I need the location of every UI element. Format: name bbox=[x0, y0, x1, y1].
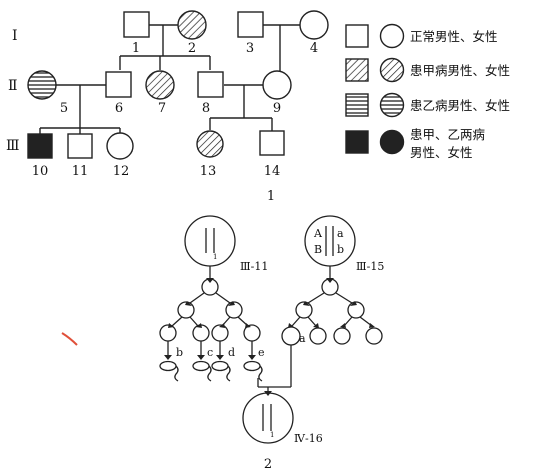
division-arrow bbox=[307, 292, 325, 304]
individual-label-5: 5 bbox=[60, 101, 68, 116]
legend-disease-a-male-symbol bbox=[345, 58, 369, 82]
individual-14-normal-male bbox=[259, 130, 285, 156]
individual-label-7: 7 bbox=[158, 101, 166, 116]
division-arrow bbox=[189, 292, 205, 304]
gene-label-b: b bbox=[337, 243, 344, 256]
chromosome-mark: 1 bbox=[213, 253, 217, 261]
secondary-cell bbox=[177, 301, 195, 319]
sperm-c bbox=[192, 360, 210, 372]
egg-cell-a bbox=[281, 326, 301, 346]
polar-body bbox=[309, 327, 327, 345]
gamete-label-b: b bbox=[176, 346, 183, 359]
division-arrow bbox=[189, 316, 199, 327]
legend-normal-male-symbol bbox=[345, 24, 369, 48]
division-arrow bbox=[291, 316, 301, 327]
polar-body bbox=[333, 327, 351, 345]
sperm-tail bbox=[207, 365, 212, 382]
legend-both-diseases-male-symbol bbox=[345, 130, 369, 154]
division-arrow bbox=[307, 316, 317, 327]
gamete-label-c: c bbox=[207, 346, 213, 359]
division-arrow bbox=[343, 316, 353, 327]
legend-normal-female-symbol bbox=[379, 23, 405, 49]
individual-13-disease-a-female bbox=[196, 130, 224, 158]
individual-11-normal-male bbox=[67, 133, 93, 159]
generation-label-i: I bbox=[12, 28, 18, 44]
individual-label-2: 2 bbox=[188, 41, 196, 56]
individual-1-normal-male bbox=[123, 11, 150, 38]
sperm-tail bbox=[174, 365, 179, 382]
individual-label-11: 11 bbox=[72, 164, 89, 179]
individual-4-normal-female bbox=[299, 10, 329, 40]
legend-both-diseases-label-line2: 男性、女性 bbox=[410, 145, 473, 160]
figure-1-caption: 1 bbox=[267, 189, 275, 204]
pedigree-legend: 正常男性、女性 患甲病男性、女性 患乙病男性、女性 患甲、乙两病 男性、女性 bbox=[345, 23, 510, 160]
polar-body bbox=[365, 327, 383, 345]
individual-8-normal-male bbox=[197, 71, 224, 98]
arrowheads bbox=[164, 278, 375, 396]
division-arrow bbox=[171, 316, 183, 327]
spermatid bbox=[159, 324, 177, 342]
legend-disease-b-male-symbol bbox=[345, 93, 369, 117]
individual-label-14: 14 bbox=[264, 164, 281, 179]
legend-normal-label: 正常男性、女性 bbox=[410, 29, 498, 44]
individual-3-normal-male bbox=[237, 11, 264, 38]
individual-7-disease-a-female bbox=[145, 70, 175, 100]
division-arrow bbox=[335, 292, 353, 304]
legend-disease-b-label: 患乙病男性、女性 bbox=[410, 98, 510, 113]
sperm-b bbox=[159, 360, 177, 372]
individual-label-8: 8 bbox=[202, 101, 210, 116]
individual-5-disease-b-female bbox=[27, 70, 57, 100]
individual-12-normal-female bbox=[106, 132, 134, 160]
legend-both-diseases-label-line1: 患甲、乙两病 bbox=[410, 127, 485, 142]
individual-10-both-diseases-male bbox=[27, 133, 53, 159]
cell-label-iv-16: Ⅳ-16 bbox=[294, 432, 323, 445]
cell-label-iii-15: Ⅲ-15 bbox=[356, 260, 384, 273]
cell-iv-16 bbox=[242, 392, 294, 444]
chromosome-mark: 1 bbox=[270, 431, 274, 439]
legend-both-diseases-female-symbol bbox=[379, 129, 405, 155]
secondary-cell bbox=[225, 301, 243, 319]
sperm-e bbox=[243, 360, 261, 372]
individual-label-3: 3 bbox=[246, 41, 254, 56]
cell-iii-11 bbox=[184, 215, 236, 267]
legend-disease-b-female-symbol bbox=[379, 92, 405, 118]
gamete-label-d: d bbox=[228, 346, 235, 359]
generation-label-ii: Ⅱ bbox=[8, 78, 18, 94]
sperm-tail bbox=[258, 365, 263, 382]
red-pen-mark bbox=[61, 332, 78, 346]
individual-label-12: 12 bbox=[113, 164, 130, 179]
generation-label-iii: Ⅲ bbox=[6, 138, 20, 154]
sperm-tail bbox=[226, 365, 231, 382]
individual-label-6: 6 bbox=[115, 101, 123, 116]
gene-label-B: B bbox=[314, 243, 322, 256]
individual-label-13: 13 bbox=[200, 164, 217, 179]
individual-9-normal-female bbox=[262, 70, 292, 100]
sperm-d bbox=[211, 360, 229, 372]
secondary-cell bbox=[347, 301, 365, 319]
division-arrow bbox=[215, 292, 231, 304]
gene-label-A: A bbox=[313, 227, 323, 240]
legend-disease-a-female-symbol bbox=[379, 57, 405, 83]
secondary-cell bbox=[295, 301, 313, 319]
cell-iii-15 bbox=[304, 215, 356, 267]
gamete-label-a: a bbox=[299, 332, 306, 345]
individual-2-disease-a-female bbox=[177, 10, 207, 40]
gamete-label-e: e bbox=[258, 346, 265, 359]
individual-label-4: 4 bbox=[310, 41, 318, 56]
gene-label-a: a bbox=[337, 227, 344, 240]
individual-label-1: 1 bbox=[132, 41, 140, 56]
cell-label-iii-11: Ⅲ-11 bbox=[240, 260, 268, 273]
figure-2-caption: 2 bbox=[264, 457, 272, 472]
individual-6-normal-male bbox=[105, 71, 132, 98]
spermatid bbox=[211, 324, 229, 342]
individual-label-9: 9 bbox=[273, 101, 281, 116]
legend-disease-a-label: 患甲病男性、女性 bbox=[410, 63, 510, 78]
individual-label-10: 10 bbox=[32, 164, 49, 179]
gametogenesis-diagram bbox=[159, 215, 383, 444]
